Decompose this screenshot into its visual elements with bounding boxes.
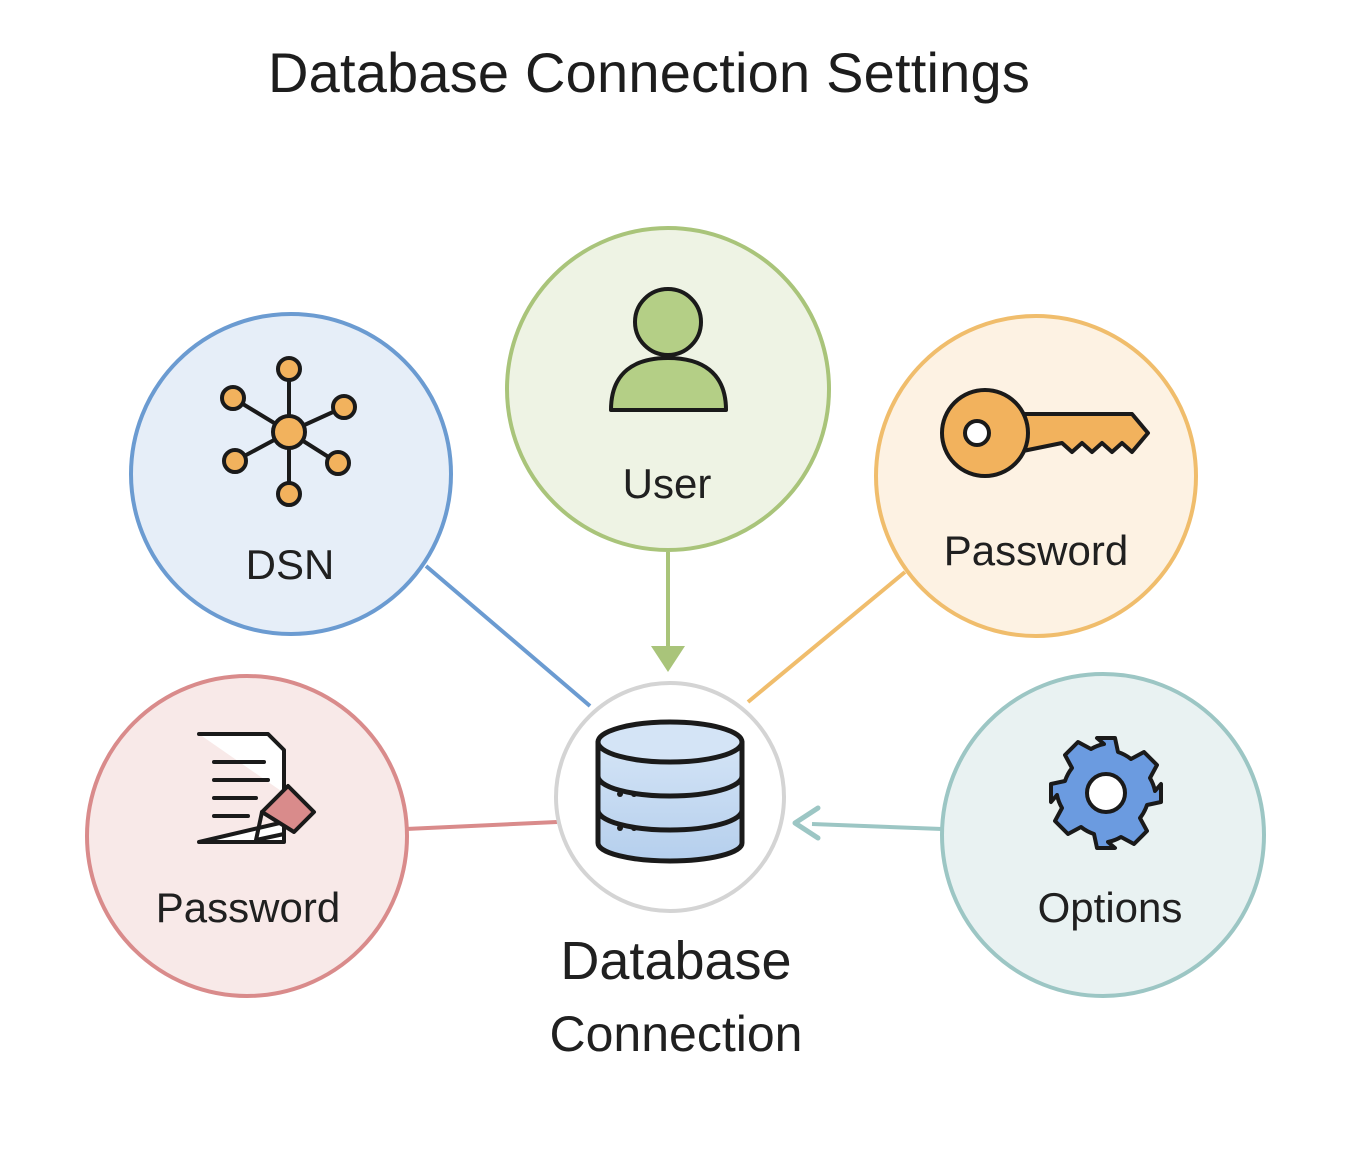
document-edit-icon <box>197 732 316 844</box>
connector-options <box>811 822 943 831</box>
node-password-key: Password <box>874 314 1198 638</box>
center-label-line1: Database <box>560 931 791 991</box>
key-icon <box>940 388 1150 478</box>
connector-dsn <box>424 564 592 708</box>
node-dsn-label: DSN <box>246 541 335 588</box>
database-icon <box>595 719 745 864</box>
node-dsn: DSN <box>129 312 453 636</box>
node-user-label: User <box>623 460 712 507</box>
gear-icon <box>1049 736 1163 850</box>
node-user: User <box>505 226 831 552</box>
connector-password-doc <box>405 820 558 831</box>
center-label-line2: Connection <box>550 1006 803 1062</box>
arrow-options-icon <box>792 805 821 841</box>
node-password-doc: Password <box>85 674 409 998</box>
node-options-label: Options <box>1038 884 1183 931</box>
user-icon <box>609 287 728 412</box>
node-password-doc-label: Password <box>156 884 340 931</box>
page-title: Database Connection Settings <box>267 41 1031 104</box>
node-database-connection: Database Connection <box>550 681 803 1062</box>
node-password-key-label: Password <box>944 527 1128 574</box>
node-options: Options <box>940 672 1266 998</box>
connector-password-key <box>746 570 907 704</box>
network-hub-icon <box>220 356 357 507</box>
arrow-user-icon <box>651 646 685 672</box>
